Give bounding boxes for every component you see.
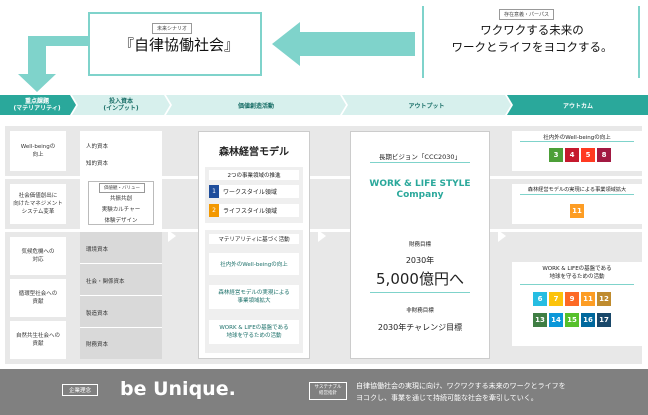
sdgs-row-1: 3 4 5 8 xyxy=(549,148,611,162)
domain-lifestyle-label: ライフスタイル領域 xyxy=(223,208,278,215)
flow-arrows xyxy=(168,230,506,242)
business-domain-label: 2つの事業領域の推進 xyxy=(209,170,299,180)
input-manufactured-capital: 製造資本 xyxy=(86,311,109,317)
footer-text-line-2: ヨコクし、事業を通じて持続可能な社会を牽引していく。 xyxy=(356,394,538,402)
process-step-input: 投入資本 (インプット) xyxy=(103,98,139,112)
output-panel xyxy=(350,131,490,359)
sdg-icon-17: 17 xyxy=(597,313,611,327)
flow-arrow-3 xyxy=(498,230,506,242)
flow-arrow-1 xyxy=(168,230,176,242)
process-step-5-bg xyxy=(507,95,648,115)
input-social-capital: 社会・関係資本 xyxy=(86,279,125,285)
process-step-activity: 価値創造活動 xyxy=(237,102,274,110)
sdg-icon-13: 13 xyxy=(533,313,547,327)
materiality-climate: 気候危機への 対応 xyxy=(10,237,66,275)
brand-line-2: Company xyxy=(396,190,444,200)
purpose-bracket xyxy=(422,6,640,78)
domain-lifestyle: 2 ライフスタイル領域 xyxy=(209,204,299,217)
materiality-nature: 自然共生社会への 貢献 xyxy=(10,321,66,359)
outcome-divider-3 xyxy=(520,284,634,285)
sdg-icon-7: 7 xyxy=(549,292,563,306)
process-step-4-bg xyxy=(342,95,511,115)
arrow-graphics xyxy=(18,22,415,92)
domain-workstyle-num: 1 xyxy=(209,185,219,198)
sdg-icon-15: 15 xyxy=(565,313,579,327)
down-arrow xyxy=(18,44,56,92)
sdg-icon-3: 3 xyxy=(549,148,563,162)
materiality-management: 社会価値創出に 向けたマネジメント システム変革 xyxy=(10,184,66,224)
output-divider xyxy=(370,292,470,293)
footer-bar xyxy=(0,369,648,415)
sdg-icon-6: 6 xyxy=(533,292,547,306)
nonfinancial-goal-value: 2030年チャレンジ目標 xyxy=(377,323,463,332)
domain-workstyle: 1 ワークスタイル領域 xyxy=(209,185,299,198)
outcome-earth: WORK & LIFEの基盤である 地球を守るための活動 xyxy=(542,266,612,280)
outcome-wellbeing: 社内外のWell-beingの向上 xyxy=(543,135,611,141)
sustainable-policy-tag: サステナブル 経営指針 xyxy=(309,382,347,400)
process-step-3-bg xyxy=(166,95,346,115)
culture-item-1: 共振共創 xyxy=(109,196,132,202)
input-intellectual-capital: 知的資本 xyxy=(86,161,109,167)
process-step-1-bg xyxy=(0,95,76,115)
purpose-text: ワクワクする未来の ワークとライフをヨコクする。 xyxy=(426,22,638,56)
process-step-outcome: アウトカム xyxy=(562,102,593,110)
flow-arrow-2 xyxy=(318,230,326,242)
outcome-divider-1 xyxy=(520,141,634,142)
sdg-icon-11b: 11 xyxy=(581,292,595,306)
process-step-materiality: 重点課題 (マテリアリティ) xyxy=(13,98,61,112)
forest-model-title: 森林経営モデル xyxy=(219,147,289,158)
down-arrow-stem xyxy=(28,36,90,46)
purpose-line-2: ワークとライフをヨコクする。 xyxy=(451,40,613,54)
footer-text-line-1: 自律協働社会の実現に向け、ワクワクする未来のワークとライフを xyxy=(356,382,566,390)
activity-label: マテリアリティに基づく活動 xyxy=(209,234,299,244)
activity-wellbeing: 社内外のWell-beingの向上 xyxy=(209,253,299,275)
sdg-icon-11: 11 xyxy=(570,204,584,218)
left-arrow xyxy=(272,22,415,66)
sdgs-row-4: 13 14 15 16 17 xyxy=(533,313,611,327)
culture-item-3: 体験デザイン xyxy=(104,218,138,224)
input-environmental-capital: 環境資本 xyxy=(86,247,109,253)
financial-goal-year: 2030年 xyxy=(405,256,435,265)
financial-goal-label: 財務目標 xyxy=(408,242,431,248)
purpose-line-1: ワクワクする未来の xyxy=(480,23,584,37)
process-bar xyxy=(0,95,648,115)
purpose-tag: 存在意義・パーパス xyxy=(499,9,554,20)
future-scenario-bracket-right xyxy=(248,12,262,76)
sdg-icon-8: 8 xyxy=(597,148,611,162)
input-divider-3 xyxy=(80,327,162,328)
sdgs-row-3: 6 7 9 11 12 xyxy=(533,292,611,306)
outcome-expansion: 森林経営モデルの実現による事業領域拡大 xyxy=(527,187,627,193)
sdg-icon-9: 9 xyxy=(565,292,579,306)
future-scenario-tag: 未来シナリオ xyxy=(152,23,193,34)
culture-item-2: 実験カルチャー xyxy=(101,207,141,213)
slogan: be Unique. xyxy=(120,378,236,400)
brand-line-1: WORK & LIFE STYLE xyxy=(369,179,471,189)
future-scenario-title: 『自律協働社会』 xyxy=(118,36,239,54)
vision-label: 長期ビジョン「CCC2030」 xyxy=(378,153,462,161)
sdg-icon-16: 16 xyxy=(581,313,595,327)
sdg-icon-5: 5 xyxy=(581,148,595,162)
sdg-icon-14: 14 xyxy=(549,313,563,327)
materiality-circular: 循環型社会への 貢献 xyxy=(10,279,66,317)
domain-workstyle-label: ワークスタイル領域 xyxy=(223,189,277,196)
process-step-2-bg xyxy=(72,95,170,115)
domain-lifestyle-num: 2 xyxy=(209,204,219,217)
input-human-capital: 人的資本 xyxy=(86,144,109,150)
sdg-icon-12: 12 xyxy=(597,292,611,306)
process-step-output: アウトプット xyxy=(408,102,445,110)
sdg-icon-4: 4 xyxy=(565,148,579,162)
input-financial-capital: 財務資本 xyxy=(86,342,109,348)
input-divider-2 xyxy=(80,295,162,296)
materiality-wellbeing: Well-beingの 向上 xyxy=(10,131,66,171)
philosophy-tag: 企業理念 xyxy=(62,384,98,396)
activity-earth: WORK & LIFEの基盤である 地球を守るための活動 xyxy=(209,320,299,344)
input-divider-1 xyxy=(80,263,162,264)
financial-goal-value: 5,000億円へ xyxy=(376,270,464,288)
culture-tag: 価値観・バリュー xyxy=(99,183,145,193)
vision-divider xyxy=(370,162,470,163)
outcome-divider-2 xyxy=(520,194,634,195)
nonfinancial-goal-label: 非財務目標 xyxy=(406,308,434,314)
activity-expansion: 森林経営モデルの実現による 事業領域拡大 xyxy=(209,285,299,309)
